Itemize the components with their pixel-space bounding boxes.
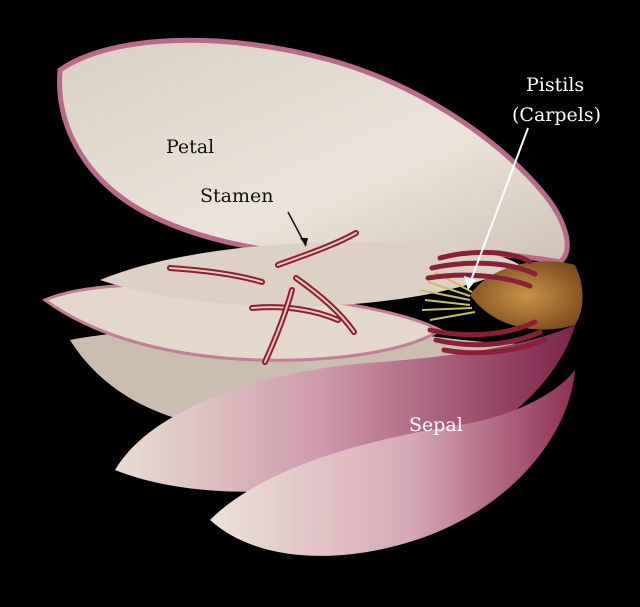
petal-label: Petal	[166, 136, 215, 158]
pistils-arrow	[464, 127, 529, 290]
carpels-label: (Carpels)	[512, 104, 602, 126]
sepal	[115, 325, 575, 492]
pistils-label: Pistils	[526, 74, 585, 96]
loose-stamens	[167, 230, 359, 365]
bottom-sepal	[210, 370, 575, 556]
pistils-cluster	[419, 271, 476, 321]
upper-petal	[57, 37, 570, 265]
stamen-label: Stamen	[200, 185, 274, 207]
sepal-label: Sepal	[409, 414, 463, 436]
stamen-ring	[425, 249, 548, 356]
inner-petal	[100, 241, 520, 307]
stamen-arrow	[287, 211, 308, 247]
